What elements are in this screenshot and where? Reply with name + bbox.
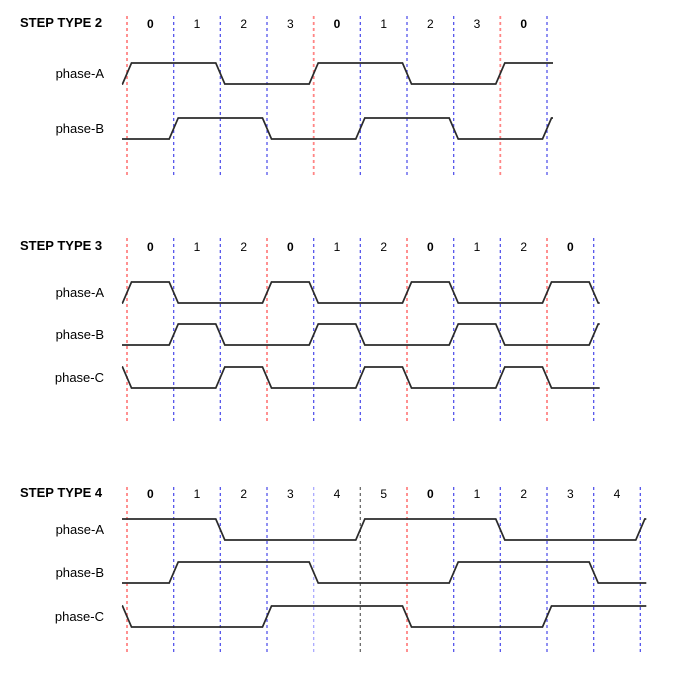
step-number: 1 — [473, 240, 481, 254]
phase-waveform-phase-A — [121, 281, 600, 304]
step-number: 1 — [333, 240, 341, 254]
step-number: 1 — [473, 487, 481, 501]
step-number: 0 — [146, 487, 154, 501]
step-number: 0 — [286, 240, 294, 254]
step-number: 4 — [613, 487, 621, 501]
step-number: 2 — [426, 17, 434, 31]
step-number: 0 — [146, 240, 154, 254]
step-number: 2 — [520, 487, 528, 501]
step-number: 5 — [380, 487, 388, 501]
section-title: STEP TYPE 4 — [20, 485, 103, 500]
step-number: 0 — [520, 17, 528, 31]
step-number: 0 — [426, 240, 434, 254]
step-number: 2 — [380, 240, 388, 254]
phase-waveform-phase-B — [122, 323, 600, 346]
step-number: 2 — [240, 240, 248, 254]
step-number: 2 — [240, 17, 248, 31]
phase-label: phase-A — [55, 521, 104, 537]
phase-waveform-phase-B — [122, 561, 647, 584]
phase-label: phase-A — [55, 65, 104, 81]
step-number: 0 — [146, 17, 154, 31]
phase-label: phase-A — [55, 284, 104, 300]
phase-waveform-phase-C — [121, 605, 647, 628]
phase-label: phase-B — [55, 120, 104, 136]
step-number: 0 — [426, 487, 434, 501]
step-number: 1 — [193, 240, 201, 254]
step-number: 1 — [193, 17, 201, 31]
phase-waveform-phase-C — [121, 366, 600, 389]
step-number: 2 — [240, 487, 248, 501]
step-number: 0 — [333, 17, 341, 31]
section-title: STEP TYPE 2 — [20, 15, 103, 30]
phase-label: phase-B — [55, 564, 104, 580]
phase-label: phase-C — [54, 608, 104, 624]
section-title: STEP TYPE 3 — [20, 238, 103, 253]
phase-waveform-phase-A — [122, 518, 647, 541]
step-number: 1 — [380, 17, 388, 31]
phase-waveform-phase-B — [122, 117, 553, 140]
phase-label: phase-B — [55, 326, 104, 342]
step-number: 3 — [473, 17, 481, 31]
phase-label: phase-C — [54, 369, 104, 385]
phase-waveform-phase-A — [121, 62, 553, 85]
step-number: 2 — [520, 240, 528, 254]
step-number: 3 — [286, 17, 294, 31]
step-number: 3 — [286, 487, 294, 501]
step-number: 1 — [193, 487, 201, 501]
step-number: 0 — [566, 240, 574, 254]
step-number: 4 — [333, 487, 341, 501]
step-number: 3 — [566, 487, 574, 501]
